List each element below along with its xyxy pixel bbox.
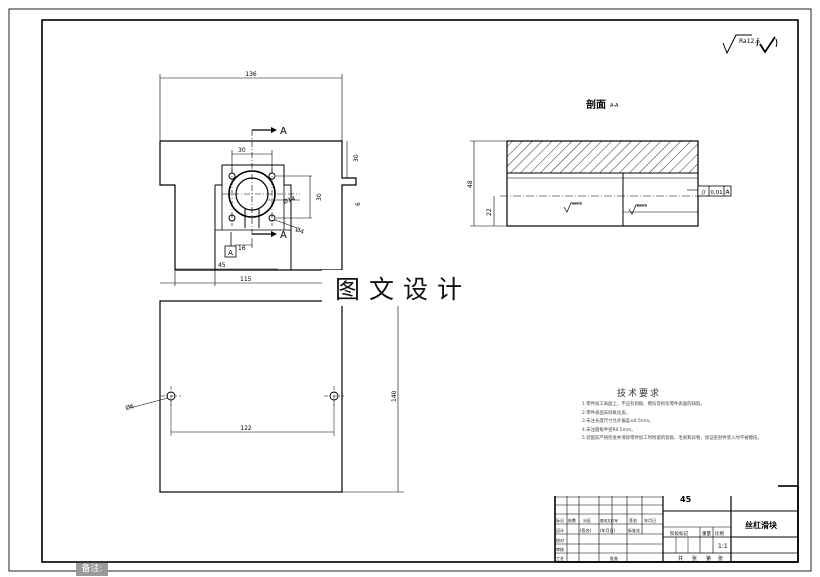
tolerance-frame (697, 185, 732, 197)
dim-front-total-width: 115 (240, 276, 252, 283)
label-process: 工艺 (556, 556, 564, 561)
label-approve: 批准 (610, 555, 618, 561)
roughness-right: Ra3.2 (637, 204, 647, 208)
label-change-doc: 更改文件号 (600, 518, 618, 523)
dim-front-width: 136 (245, 71, 257, 78)
dim-bottom-hole: Ø6 (125, 403, 135, 412)
label-weight: 重量 (702, 530, 711, 537)
label-stage-mark: 阶段标记 (670, 530, 688, 537)
label-count: 处数 (568, 517, 576, 523)
section-mark-top: A (280, 126, 287, 137)
label-sheet-unit: 张 (692, 555, 697, 562)
surface-finish-symbol: Ra12.5 (722, 34, 778, 55)
tech-notes-list: 1.零件加工表面上，不应有划痕、擦伤等损伤零件表面的缺陷。 2.零件表面去除氧化… (500, 401, 778, 444)
label-mark: 标记 (556, 517, 564, 523)
label-scale: 比例 (715, 530, 724, 537)
dim-section-height: 48 (467, 180, 474, 188)
bottom-view-outline (159, 300, 343, 493)
label-sheet-no: 第 (706, 555, 711, 562)
tolerance-datum: A (725, 189, 730, 196)
dim-front-upper-height: 30 (353, 154, 360, 162)
front-view: A A 136 30 30 30 6 Ø14 Ø4 16 (159, 71, 362, 286)
dim-front-hole: Ø4 (294, 226, 305, 236)
label-sig-field: (签名) (580, 527, 592, 533)
technical-requirements: 技术要求 1.零件加工表面上，不应有划痕、擦伤等损伤零件表面的缺陷。 2.零件表… (500, 384, 778, 496)
drawing-frame (41, 19, 799, 563)
title-block-text: 45 丝杠滑块 1:1 阶段标记 重量 比例 共 张 第 张 标记 处数 分区 … (556, 495, 778, 562)
dim-front-hole-spacing: 30 (238, 147, 246, 154)
scale-value: 1:1 (718, 543, 728, 550)
label-standardize: 标准化 (628, 527, 640, 533)
dim-front-half-width: 45 (218, 262, 226, 269)
dim-front-offset: 16 (238, 245, 246, 252)
roughness-left: Ra3.2 (572, 202, 582, 206)
front-view-outline (159, 140, 357, 271)
section-view: 剖面 A-A 48 22 Ra3.2 Ra3.2 // 0.01 A (467, 98, 732, 227)
label-sheet-total: 共 (678, 555, 683, 562)
part-name: 丝杠滑块 (745, 520, 778, 530)
label-design: 设计 (556, 527, 564, 533)
section-mark-bottom: A (280, 230, 287, 241)
section-title: 剖面 (586, 98, 606, 111)
dim-bottom-hole-spacing: 122 (240, 425, 252, 432)
dim-front-inner-height: 30 (316, 193, 323, 201)
tech-note-item: 2.零件表面去除氧化皮。 (582, 410, 631, 416)
dim-section-lower: 22 (486, 208, 493, 216)
tech-note-item: 1.零件加工表面上，不应有划痕、擦伤等损伤零件表面的缺陷。 (582, 402, 705, 407)
watermark: 图文设计 (322, 270, 484, 306)
section-title-suffix: A-A (610, 103, 619, 109)
section-outline (506, 140, 699, 227)
datum-label: A (228, 249, 233, 257)
label-proof: 校对 (556, 537, 564, 543)
tolerance-value: 0.01 (710, 190, 722, 196)
surface-finish-value: Ra12.5 (739, 38, 760, 45)
dim-front-step: 6 (355, 202, 362, 206)
tech-note-item: 4.未注圆角半径R0.5mm。 (582, 427, 636, 433)
footer-label: 备注: (76, 563, 108, 576)
outer-sheet-border (8, 8, 812, 572)
label-review: 审核 (556, 546, 564, 552)
tolerance-symbol: // (701, 189, 706, 196)
label-sheet-unit-2: 张 (718, 555, 723, 562)
label-date: 年月日 (644, 517, 656, 523)
material: 45 (680, 495, 692, 504)
tech-notes-title: 技术要求 (616, 389, 661, 399)
tech-note-item: 3.未注长度尺寸允许偏差±0.5mm。 (582, 419, 654, 424)
label-signature: 签名 (629, 517, 637, 523)
dim-front-bore: Ø14 (282, 195, 296, 206)
dim-bottom-height: 140 (391, 390, 398, 402)
bottom-view: 140 122 Ø6 (125, 300, 404, 493)
label-zone: 分区 (583, 517, 591, 523)
label-date-field: (年月日) (600, 527, 616, 533)
tech-note-item: 5.装配前严格检查并清除零件加工时残留的锐角、毛刺和异物，保证密封件装入时不被擦… (582, 436, 762, 441)
